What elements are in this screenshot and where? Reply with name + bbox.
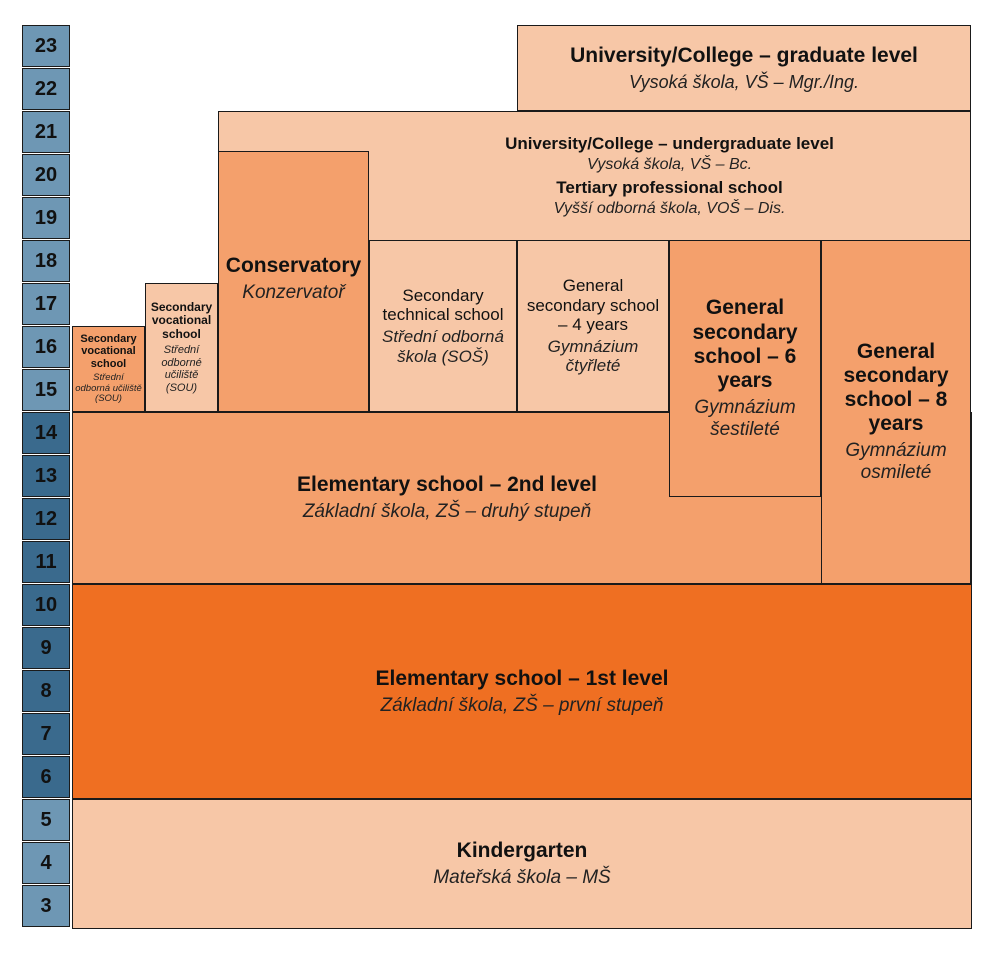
age-label: 21 bbox=[22, 111, 70, 153]
general-secondary-6-box: General secondary school – 6 years Gymná… bbox=[669, 240, 821, 497]
age-label: 6 bbox=[22, 756, 70, 798]
age-label: 9 bbox=[22, 627, 70, 669]
undergraduate-subtitle: Vysoká škola, VŠ – Bc. bbox=[586, 155, 753, 173]
elementary-2nd-title: Elementary school – 2nd level bbox=[297, 473, 597, 496]
general-secondary-4-subtitle: Gymnázium čtyřleté bbox=[547, 336, 639, 376]
secondary-vocational-small-subtitle: Střední odborná učiliště (SOU) bbox=[75, 371, 142, 405]
tertiary-title: Tertiary professional school bbox=[556, 178, 783, 197]
general-secondary-4-box: General secondary school – 4 years Gymná… bbox=[517, 240, 669, 412]
conservatory-title: Conservatory bbox=[225, 254, 362, 277]
kindergarten-box: Kindergarten Mateřská škola – MŠ bbox=[72, 799, 972, 929]
age-label: 3 bbox=[22, 885, 70, 927]
age-label: 16 bbox=[22, 326, 70, 368]
age-label: 12 bbox=[22, 498, 70, 540]
kindergarten-title: Kindergarten bbox=[456, 839, 588, 862]
kindergarten-subtitle: Mateřská škola – MŠ bbox=[433, 867, 611, 889]
general-secondary-8-title: General secondary school – 8 years bbox=[843, 339, 949, 436]
general-secondary-6-subtitle: Gymnázium šestileté bbox=[694, 396, 796, 440]
age-label: 13 bbox=[22, 455, 70, 497]
age-label: 23 bbox=[22, 25, 70, 67]
general-secondary-8-subtitle: Gymnázium osmileté bbox=[845, 440, 947, 484]
secondary-vocational-box: Secondary vocational school Střední odbo… bbox=[145, 283, 218, 412]
age-axis: 23 22 21 20 19 18 17 16 15 14 13 12 11 1… bbox=[22, 25, 72, 929]
graduate-subtitle: Vysoká škola, VŠ – Mgr./Ing. bbox=[628, 71, 860, 92]
age-label: 20 bbox=[22, 154, 70, 196]
general-secondary-8-box: General secondary school – 8 years Gymná… bbox=[821, 240, 971, 584]
general-secondary-4-title: General secondary school – 4 years bbox=[526, 276, 660, 335]
age-label: 7 bbox=[22, 713, 70, 755]
secondary-technical-subtitle: Střední odborná škola (SOŠ) bbox=[382, 327, 504, 366]
conservatory-subtitle: Konzervatoř bbox=[242, 282, 345, 304]
secondary-vocational-small-box: Secondary vocational school Střední odbo… bbox=[72, 326, 145, 412]
elementary-1st-subtitle: Základní škola, ZŠ – první stupeň bbox=[380, 694, 664, 716]
age-label: 5 bbox=[22, 799, 70, 841]
age-label: 18 bbox=[22, 240, 70, 282]
general-secondary-6-title: General secondary school – 6 years bbox=[692, 296, 798, 392]
elementary-1st-title: Elementary school – 1st level bbox=[375, 666, 669, 690]
undergraduate-title: University/College – undergraduate level bbox=[505, 134, 834, 154]
secondary-vocational-subtitle: Střední odborné učiliště (SOU) bbox=[161, 343, 202, 394]
age-label: 22 bbox=[22, 68, 70, 110]
elementary-2nd-subtitle: Základní škola, ZŠ – druhý stupeň bbox=[302, 501, 592, 523]
age-label: 19 bbox=[22, 197, 70, 239]
secondary-technical-title: Secondary technical school bbox=[382, 285, 504, 325]
age-label: 15 bbox=[22, 369, 70, 411]
age-label: 10 bbox=[22, 584, 70, 626]
graduate-level-box: University/College – graduate level Vyso… bbox=[517, 25, 971, 111]
secondary-vocational-title: Secondary vocational school bbox=[150, 299, 213, 342]
age-label: 4 bbox=[22, 842, 70, 884]
conservatory-box: Conservatory Konzervatoř bbox=[218, 151, 369, 412]
age-label: 11 bbox=[22, 541, 70, 583]
age-label: 14 bbox=[22, 412, 70, 454]
tertiary-subtitle: Vyšší odborná škola, VOŠ – Dis. bbox=[553, 199, 786, 217]
secondary-vocational-small-title: Secondary vocational school bbox=[80, 332, 137, 370]
secondary-technical-box: Secondary technical school Střední odbor… bbox=[369, 240, 517, 412]
graduate-title: University/College – graduate level bbox=[570, 43, 918, 67]
age-label: 8 bbox=[22, 670, 70, 712]
age-label: 17 bbox=[22, 283, 70, 325]
elementary-1st-level-box: Elementary school – 1st level Základní š… bbox=[72, 584, 972, 799]
